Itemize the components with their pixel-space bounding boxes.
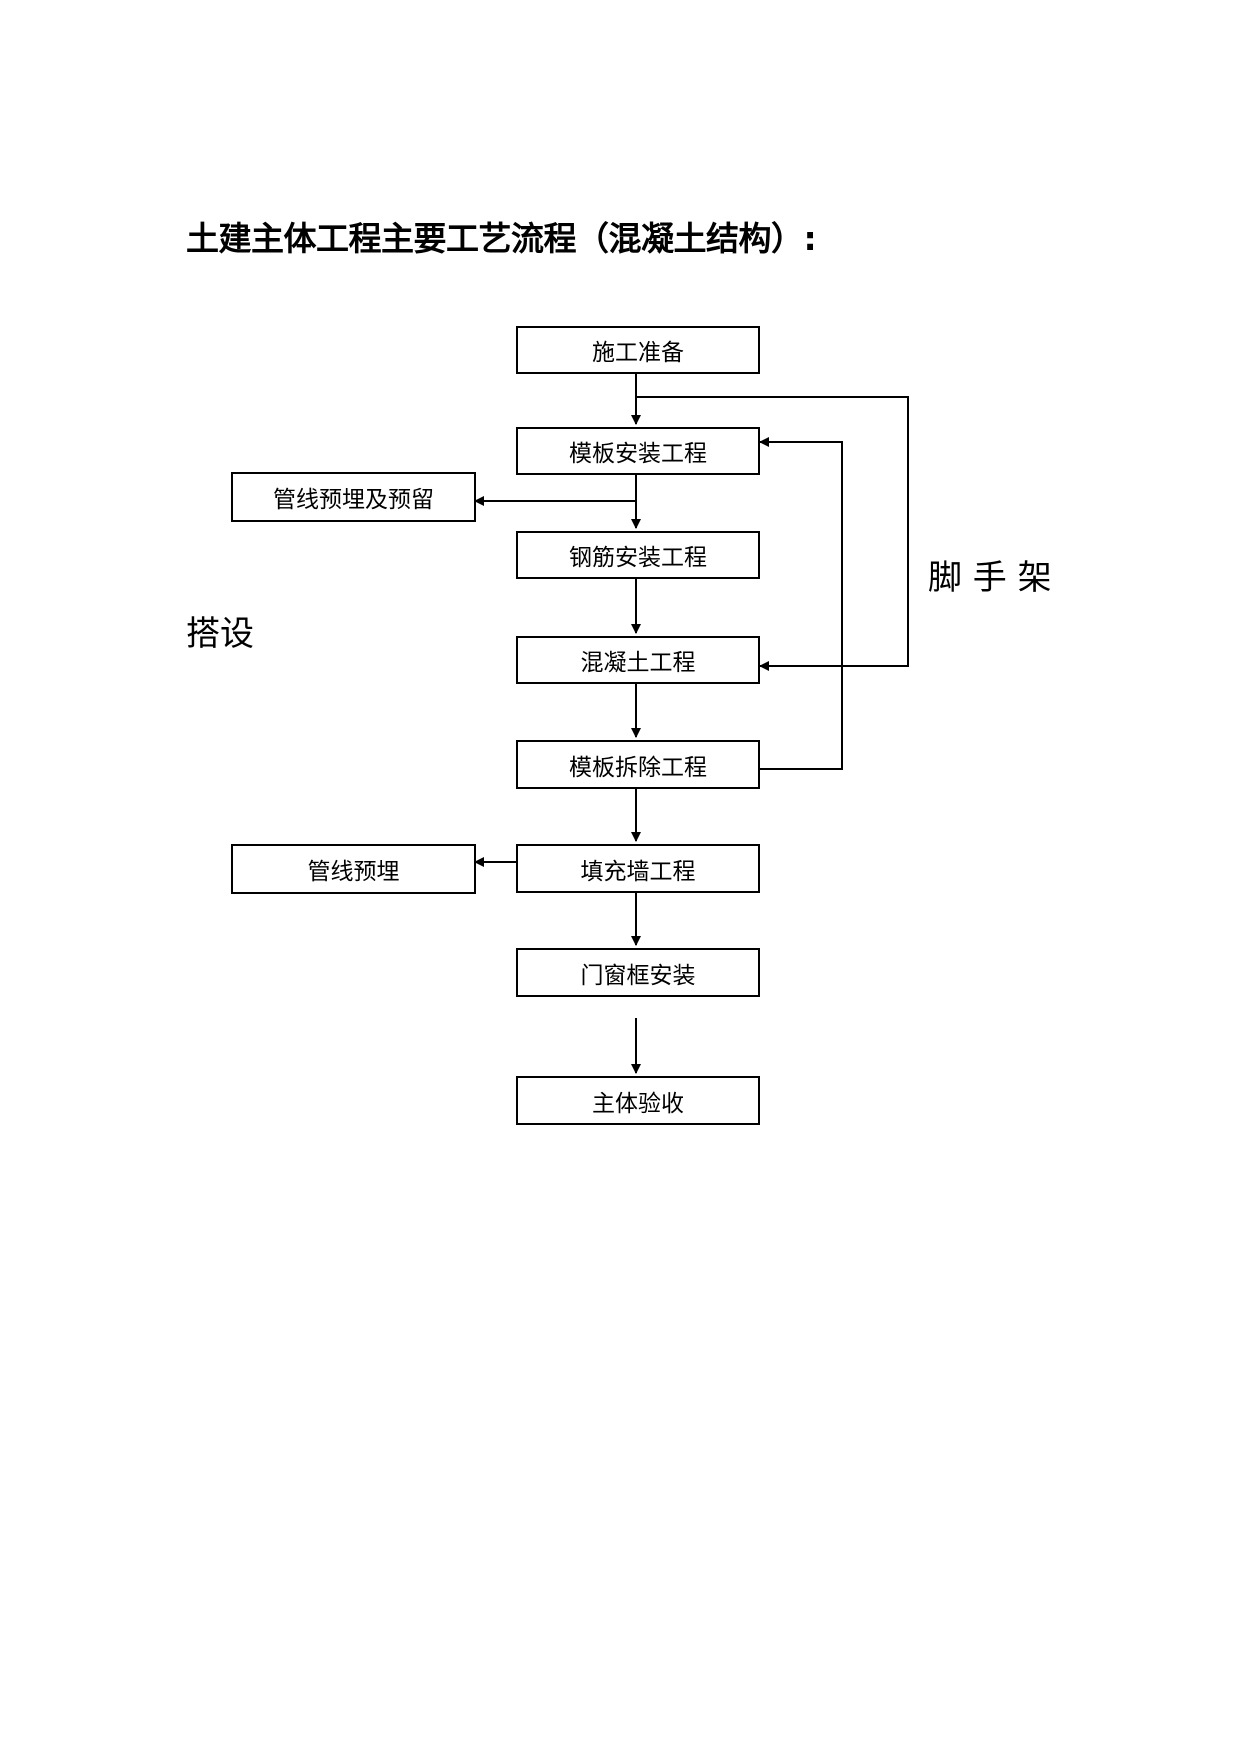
step-label: 填充墙工程	[580, 858, 696, 885]
branch-pipe-embed-reserve: 管线预埋及预留	[231, 472, 476, 522]
step-label: 门窗框安装	[580, 962, 696, 989]
step-main-acceptance: 主体验收	[516, 1076, 760, 1125]
step-label: 施工准备	[592, 340, 684, 366]
erect-label: 搭设	[186, 614, 254, 654]
scaffold-loop-line	[636, 396, 909, 671]
formwork-reuse-loop-line	[758, 437, 843, 770]
scaffold-label: 脚 手 架	[928, 558, 1052, 598]
step-label: 模板安装工程	[569, 441, 707, 467]
step-rebar-install: 钢筋安装工程	[516, 531, 760, 579]
step-formwork-install: 模板安装工程	[516, 427, 760, 475]
branch-label: 管线预埋	[307, 859, 400, 885]
step-label: 模板拆除工程	[569, 754, 707, 781]
step-label: 主体验收	[592, 1090, 684, 1117]
step-construction-prep: 施工准备	[516, 326, 760, 374]
step-infill-wall: 填充墙工程	[516, 844, 760, 893]
step-label: 混凝土工程	[580, 650, 696, 676]
step-concrete: 混凝土工程	[516, 636, 760, 684]
page-title: 土建主体工程主要工艺流程（混凝土结构）:	[186, 219, 817, 258]
branch-pipe-embed: 管线预埋	[231, 844, 476, 894]
step-label: 钢筋安装工程	[569, 545, 707, 571]
step-door-window-frame: 门窗框安装	[516, 948, 760, 997]
branch-label: 管线预埋及预留	[273, 487, 434, 513]
step-formwork-remove: 模板拆除工程	[516, 740, 760, 789]
